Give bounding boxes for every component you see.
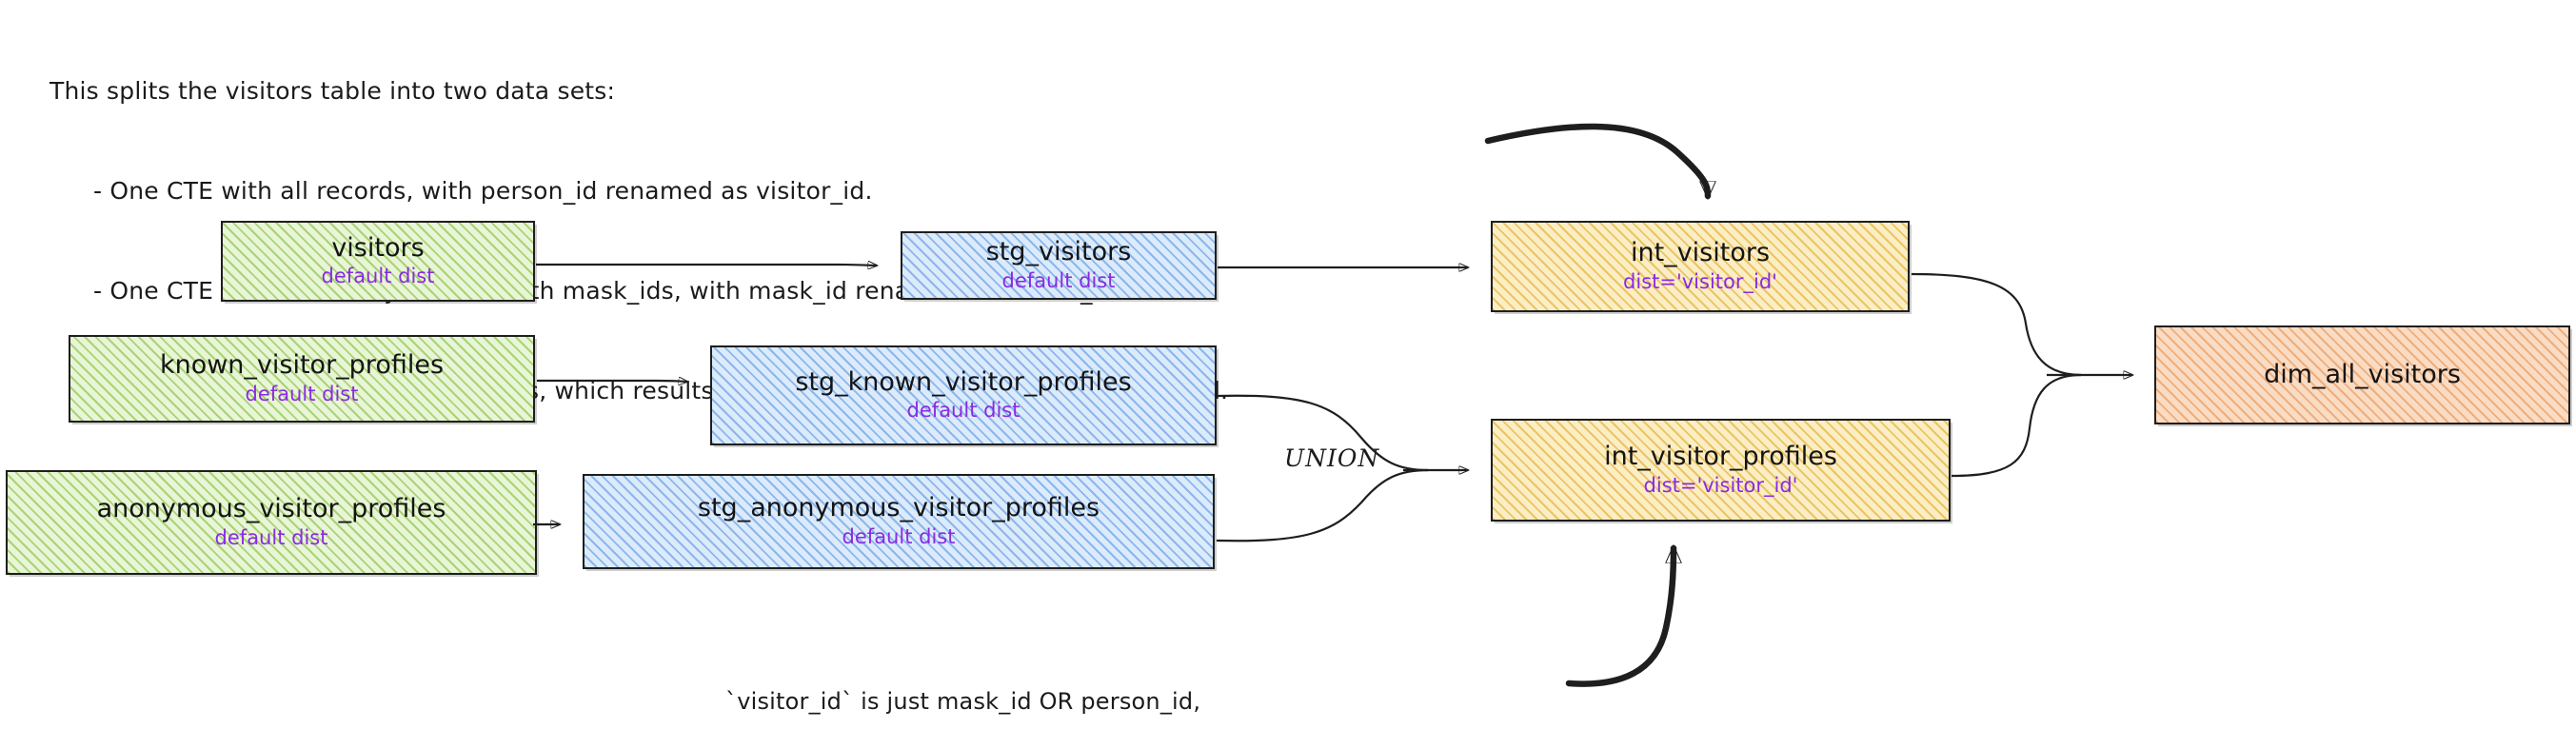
node-stg-anonymous-visitor-profiles[interactable]: stg_anonymous_visitor_profiles default d… [583, 474, 1215, 569]
node-stg-visitors-subtitle: default dist [1001, 268, 1116, 292]
visitor-id-note-line-1: `visitor_id` is just mask_id OR person_i… [725, 688, 1201, 715]
annotation-arrow-to-int-visitors [1484, 123, 1708, 196]
node-known-visitor-profiles-subtitle: default dist [245, 382, 359, 405]
node-stg-anonymous-visitor-profiles-title: stg_anonymous_visitor_profiles [697, 493, 1100, 523]
node-stg-anonymous-visitor-profiles-subtitle: default dist [842, 524, 956, 548]
union-label: UNION [1284, 444, 1380, 472]
node-anonymous-visitor-profiles[interactable]: anonymous_visitor_profiles default dist [6, 470, 537, 575]
visitor-id-note: `visitor_id` is just mask_id OR person_i… [725, 623, 1262, 749]
node-int-visitor-profiles[interactable]: int_visitor_profiles dist='visitor_id' [1491, 419, 1951, 522]
edge-int-visitor-profiles-to-dim [1951, 373, 2082, 478]
node-int-visitor-profiles-title: int_visitor_profiles [1604, 442, 1837, 472]
node-dim-all-visitors[interactable]: dim_all_visitors [2154, 325, 2570, 424]
node-int-visitors[interactable]: int_visitors dist='visitor_id' [1491, 221, 1910, 312]
node-stg-visitors-title: stg_visitors [985, 237, 1132, 267]
node-visitors[interactable]: visitors default dist [221, 221, 535, 302]
edge-int-visitors-to-dim [1911, 272, 2082, 377]
node-anonymous-visitor-profiles-title: anonymous_visitor_profiles [96, 494, 446, 524]
node-dim-all-visitors-title: dim_all_visitors [2264, 360, 2461, 390]
node-stg-known-visitor-profiles-subtitle: default dist [906, 399, 1020, 423]
node-known-visitor-profiles-title: known_visitor_profiles [159, 350, 445, 381]
node-visitors-title: visitors [331, 232, 425, 263]
node-visitors-subtitle: default dist [321, 265, 435, 288]
header-note-line-2: - One CTE with all records, with person_… [93, 177, 873, 205]
node-int-visitors-title: int_visitors [1630, 238, 1771, 268]
node-stg-known-visitor-profiles-title: stg_known_visitor_profiles [795, 366, 1132, 397]
node-int-visitors-subtitle: dist='visitor_id' [1623, 269, 1777, 293]
node-known-visitor-profiles[interactable]: known_visitor_profiles default dist [69, 335, 535, 423]
header-note-line-1: This splits the visitors table into two … [50, 77, 616, 105]
annotation-arrow-to-int-visitor-profiles [1565, 548, 1674, 687]
node-stg-visitors[interactable]: stg_visitors default dist [901, 231, 1217, 300]
node-int-visitor-profiles-subtitle: dist='visitor_id' [1643, 473, 1798, 497]
node-stg-known-visitor-profiles[interactable]: stg_known_visitor_profiles default dist [710, 345, 1217, 445]
node-anonymous-visitor-profiles-subtitle: default dist [214, 525, 328, 549]
edge-stg-anonymous-to-union [1216, 468, 1429, 542]
